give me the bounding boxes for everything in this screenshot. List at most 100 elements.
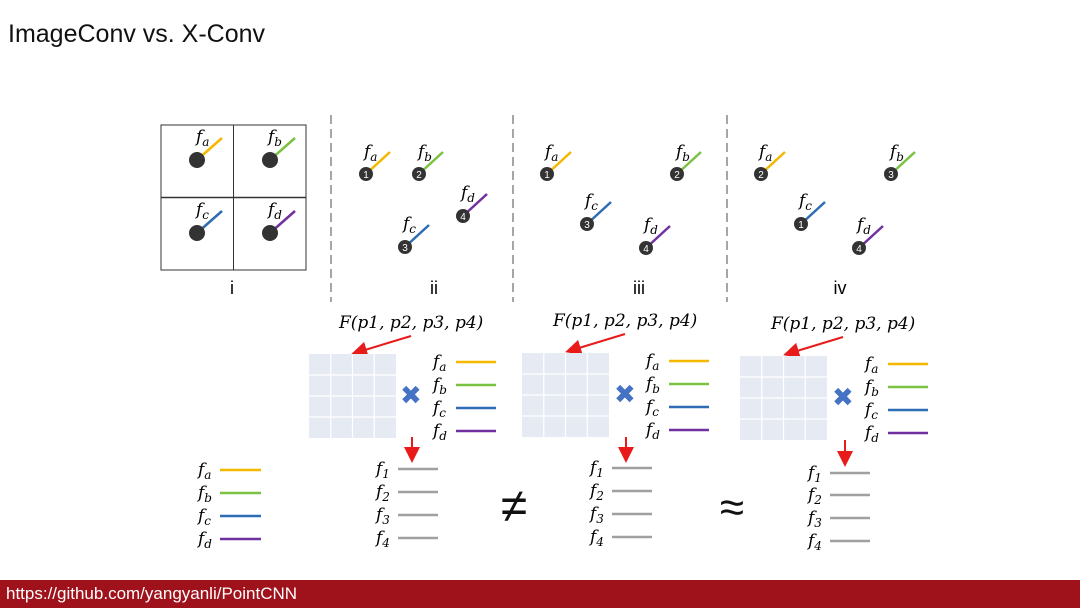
subscript: d — [274, 208, 282, 222]
point-4: 4 fd — [852, 215, 884, 255]
svg-text:fa: fa — [863, 354, 878, 376]
point-4: 4 fd — [456, 183, 488, 223]
subscript: a — [202, 135, 209, 149]
point-2: 2 fb — [412, 142, 444, 181]
svg-text:fb: fb — [266, 127, 282, 149]
svg-text:4: 4 — [643, 244, 649, 255]
panel-iv-points: 2 fa 3 fb 1 fc 4 fd — [754, 142, 916, 255]
panel-i-grid: fa fb fc fd — [160, 124, 307, 271]
point-1: 1 fa — [540, 142, 572, 181]
pixel-fd: fd — [262, 200, 296, 241]
pixel-fc: fc — [189, 200, 223, 241]
svg-text:fb: fb — [888, 142, 904, 164]
point-3: 3 fb — [884, 142, 916, 181]
svg-text:4: 4 — [460, 212, 466, 223]
footer-url[interactable]: https://github.com/yangyanli/PointCNN — [6, 584, 298, 603]
svg-text:fd: fd — [855, 215, 871, 237]
xconv-block-iv: F(p1, p2, p3, p4) ✖ fa fb fc fd f1 f2 f3… — [740, 314, 928, 553]
svg-text:fb: fb — [863, 377, 879, 399]
svg-text:fc: fc — [194, 200, 209, 222]
svg-text:fa: fa — [543, 142, 558, 164]
subscript: c — [202, 208, 209, 222]
svg-text:f1: f1 — [806, 463, 822, 485]
point-1: 1 fc — [794, 191, 826, 231]
svg-text:fa: fa — [431, 352, 446, 374]
svg-text:fc: fc — [863, 400, 878, 422]
svg-text:f3: f3 — [374, 505, 390, 527]
svg-text:f4: f4 — [588, 527, 604, 549]
svg-text:fc: fc — [431, 398, 446, 420]
slide-title: ImageConv vs. X-Conv — [8, 20, 266, 48]
svg-text:fb: fb — [196, 483, 212, 505]
transform-matrix — [522, 353, 609, 437]
not-equal-symbol: ≠ — [501, 480, 527, 533]
svg-text:2: 2 — [758, 170, 764, 181]
matrix-function-label: F(p1, p2, p3, p4) — [552, 311, 697, 331]
pixel-fa: fa — [189, 127, 223, 168]
svg-text:fd: fd — [431, 421, 447, 443]
transform-matrix — [740, 356, 827, 440]
matrix-function-label: F(p1, p2, p3, p4) — [338, 313, 483, 333]
svg-text:fc: fc — [797, 191, 812, 213]
svg-text:1: 1 — [544, 170, 550, 181]
svg-text:fb: fb — [431, 375, 447, 397]
point-3: 3 fc — [398, 214, 430, 254]
xconv-block-ii: F(p1, p2, p3, p4) ✖ fa fb fc fd f1 f2 f3… — [309, 313, 496, 550]
pixel-fb: fb — [262, 127, 296, 168]
svg-text:f2: f2 — [374, 482, 390, 504]
svg-text:f2: f2 — [806, 485, 822, 507]
transform-matrix — [309, 354, 396, 438]
svg-text:fc: fc — [644, 397, 659, 419]
xconv-diagram: fa fb fc fd i 1 fa 2 fb — [160, 115, 928, 553]
panel-label-i: i — [230, 278, 234, 298]
panel-label-ii: ii — [430, 278, 438, 298]
point-2: 2 fa — [754, 142, 786, 181]
svg-text:f2: f2 — [588, 481, 604, 503]
svg-text:fd: fd — [642, 215, 658, 237]
svg-text:fa: fa — [194, 127, 209, 149]
svg-text:1: 1 — [798, 220, 804, 231]
svg-text:fd: fd — [644, 420, 660, 442]
svg-text:1: 1 — [363, 170, 369, 181]
svg-text:fd: fd — [459, 183, 475, 205]
svg-text:fb: fb — [416, 142, 432, 164]
svg-text:fc: fc — [196, 506, 211, 528]
footer-bar: https://github.com/yangyanli/PointCNN — [0, 580, 1080, 608]
svg-text:3: 3 — [888, 170, 894, 181]
svg-text:fb: fb — [644, 374, 660, 396]
reference-feature-list: fa fb fc fd — [196, 460, 261, 551]
matrix-function-label: F(p1, p2, p3, p4) — [770, 314, 915, 334]
panel-ii-points: 1 fa 2 fb 3 fc 4 fd — [359, 142, 488, 254]
point-4: 4 fd — [639, 215, 671, 255]
svg-text:2: 2 — [674, 170, 680, 181]
svg-text:f4: f4 — [374, 528, 390, 550]
svg-text:fa: fa — [757, 142, 772, 164]
svg-text:fd: fd — [863, 423, 879, 445]
subscript: b — [274, 135, 282, 149]
svg-text:f1: f1 — [588, 458, 604, 480]
svg-text:f3: f3 — [588, 504, 604, 526]
svg-text:fd: fd — [266, 200, 282, 222]
svg-text:fc: fc — [583, 191, 598, 213]
svg-text:fa: fa — [644, 351, 659, 373]
svg-text:f4: f4 — [806, 531, 822, 553]
svg-text:3: 3 — [584, 220, 590, 231]
svg-text:f1: f1 — [374, 459, 390, 481]
red-arrow — [565, 333, 626, 356]
red-arrow — [351, 335, 412, 358]
red-arrow — [783, 336, 844, 359]
panel-iii-points: 1 fa 2 fb 3 fc 4 fd — [540, 142, 702, 255]
svg-text:4: 4 — [856, 244, 862, 255]
point-1: 1 fa — [359, 142, 391, 181]
multiply-icon: ✖ — [832, 382, 854, 412]
svg-text:2: 2 — [416, 170, 422, 181]
multiply-icon: ✖ — [614, 379, 636, 409]
svg-text:3: 3 — [402, 243, 408, 254]
svg-text:f3: f3 — [806, 508, 822, 530]
point-2: 2 fb — [670, 142, 702, 181]
multiply-icon: ✖ — [400, 380, 422, 410]
panel-label-iv: iv — [834, 278, 847, 298]
svg-text:fd: fd — [196, 529, 212, 551]
point-3: 3 fc — [580, 191, 612, 231]
svg-text:fa: fa — [196, 460, 211, 482]
